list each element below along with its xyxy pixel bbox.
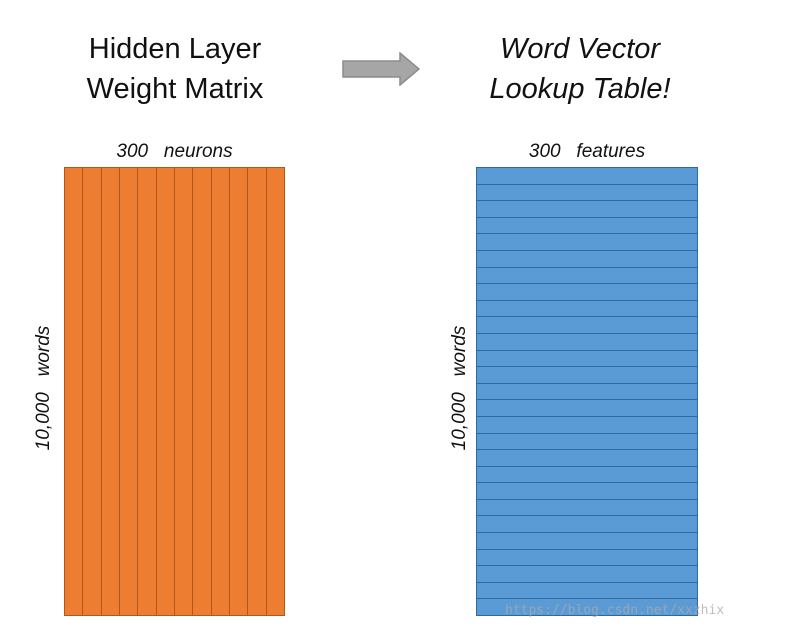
lookup-table-row [477,251,697,268]
right-words-label: 10,000 words [449,325,470,451]
weight-matrix-column [193,168,212,615]
weight-matrix [64,167,285,616]
lookup-table-row [477,301,697,318]
lookup-table-row [477,185,697,202]
lookup-table-row [477,201,697,218]
lookup-table-row [477,317,697,334]
lookup-table-row [477,384,697,401]
word-vector-title-line1: Word Vector [499,33,661,65]
hidden-layer-title-line2: Weight Matrix [86,73,264,105]
lookup-table-row [477,334,697,351]
lookup-table-row [477,550,697,567]
lookup-table-row [477,400,697,417]
lookup-table [476,167,698,616]
lookup-table-row [477,533,697,550]
weight-matrix-column [248,168,267,615]
hidden-layer-title-line1: Hidden Layer [88,33,262,65]
hidden-layer-title: Hidden Layer Weight Matrix [40,29,310,109]
weight-matrix-column [230,168,249,615]
lookup-table-row [477,583,697,600]
lookup-table-row [477,434,697,451]
features-label: 300 features [528,141,646,162]
lookup-table-row [477,516,697,534]
weight-matrix-column [83,168,102,615]
weight-matrix-column [120,168,139,615]
lookup-table-row [477,268,697,285]
weight-matrix-column [102,168,120,615]
lookup-table-row [477,367,697,384]
lookup-table-row [477,234,697,251]
lookup-table-row [477,168,697,185]
lookup-table-row [477,566,697,583]
lookup-table-row [477,500,697,517]
lookup-table-row [477,284,697,301]
word-vector-title-line2: Lookup Table! [489,73,671,105]
lookup-table-row [477,417,697,434]
lookup-table-row [477,351,697,368]
word-vector-title: Word Vector Lookup Table! [445,29,715,109]
right-arrow-icon [342,52,420,86]
lookup-table-row [477,218,697,235]
lookup-table-row [477,450,697,467]
weight-matrix-column [65,168,84,615]
weight-matrix-column [175,168,194,615]
weight-matrix-column [212,168,230,615]
weight-matrix-column [138,168,157,615]
watermark: https://blog.csdn.net/xxzhix [505,603,725,618]
lookup-table-row [477,467,697,484]
neurons-label: 300 neurons [116,141,233,162]
weight-matrix-column [157,168,175,615]
left-words-label: 10,000 words [33,325,54,451]
lookup-table-row [477,483,697,500]
weight-matrix-column [267,168,284,615]
